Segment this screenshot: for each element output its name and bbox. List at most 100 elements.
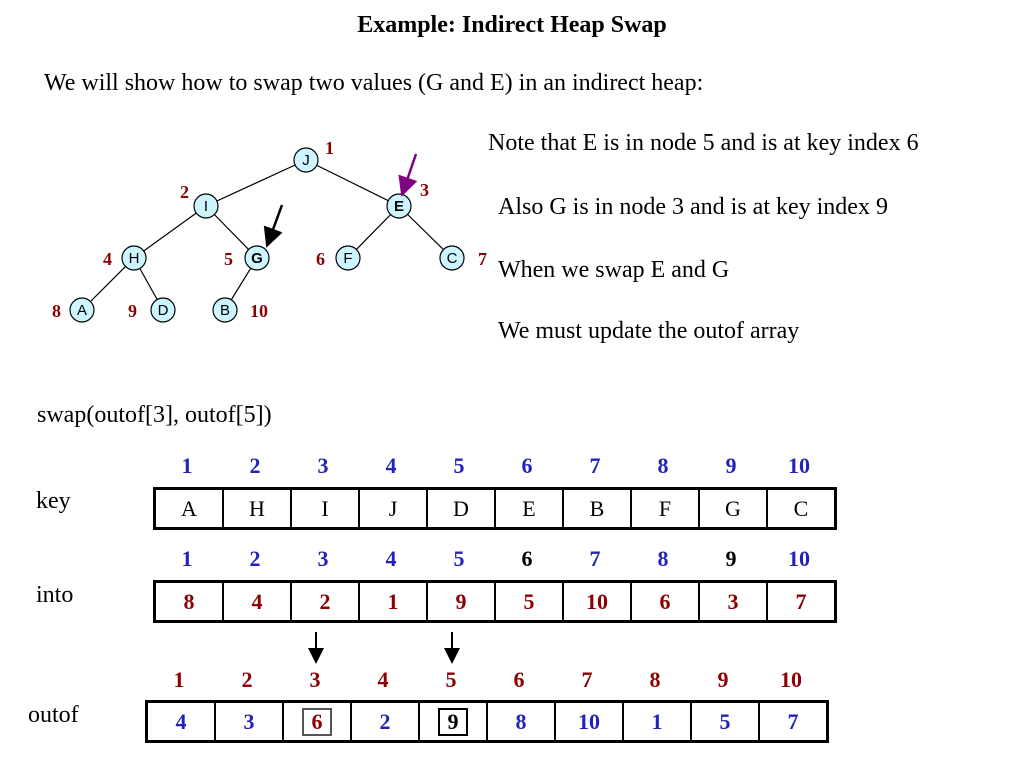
into-cell: 9 xyxy=(426,580,496,623)
into-cell: 7 xyxy=(766,580,837,623)
key-cell: E xyxy=(494,487,564,530)
outof-cell: 2 xyxy=(350,700,420,743)
into-cell: 5 xyxy=(494,580,564,623)
pointer-arrow-e xyxy=(398,153,418,197)
svg-text:E: E xyxy=(394,198,404,215)
tree-node-b: B xyxy=(212,297,238,323)
outof-cell: 7 xyxy=(758,700,829,743)
into-label: into xyxy=(36,582,74,608)
note-g-position: Also G is in node 3 and is at key index … xyxy=(498,194,888,220)
outof-index: 3 xyxy=(309,667,321,692)
tree-node-d: D xyxy=(150,297,176,323)
into-indices: 1 2 3 4 5 6 7 8 9 10 xyxy=(153,546,833,572)
svg-text:G: G xyxy=(251,250,263,267)
key-index: 7 xyxy=(589,453,601,478)
into-index: 10 xyxy=(788,546,810,571)
into-index: 3 xyxy=(317,546,329,571)
outof-index: 5 xyxy=(445,667,457,692)
key-label: key xyxy=(36,488,71,514)
into-cell: 3 xyxy=(698,580,768,623)
tree-edges xyxy=(81,159,453,311)
outof-index: 6 xyxy=(513,667,525,692)
node-number-3: 3 xyxy=(420,180,429,200)
edge-j-i xyxy=(205,159,307,207)
outof-cell: 3 xyxy=(214,700,284,743)
outof-boxed-value: 6 xyxy=(302,707,332,736)
swap-call: swap(outof[3], outof[5]) xyxy=(37,402,272,428)
outof-index: 7 xyxy=(581,667,593,692)
key-index: 2 xyxy=(249,453,261,478)
outof-index: 10 xyxy=(780,667,802,692)
node-number-9: 9 xyxy=(128,301,137,321)
into-cell: 8 xyxy=(153,580,224,623)
outof-cell: 1 xyxy=(622,700,692,743)
node-number-2: 2 xyxy=(180,182,189,202)
node-number-1: 1 xyxy=(325,138,334,158)
tree-node-j: J xyxy=(293,147,319,173)
key-index: 8 xyxy=(657,453,669,478)
key-index: 6 xyxy=(521,453,533,478)
outof-label: outof xyxy=(28,702,79,728)
key-cell: I xyxy=(290,487,360,530)
into-cell: 10 xyxy=(562,580,632,623)
key-index: 9 xyxy=(725,453,737,478)
into-cell: 4 xyxy=(222,580,292,623)
outof-boxed-value: 9 xyxy=(438,707,468,736)
into-index: 7 xyxy=(589,546,601,571)
key-cell: H xyxy=(222,487,292,530)
into-index: 5 xyxy=(453,546,465,571)
key-cell: C xyxy=(766,487,837,530)
note-e-position: Note that E is in node 5 and is at key i… xyxy=(488,130,919,156)
tree-node-c: C xyxy=(439,245,465,271)
into-index-highlight: 9 xyxy=(725,546,737,571)
node-number-6: 6 xyxy=(316,249,325,269)
outof-cell-boxed: 9 xyxy=(418,700,488,743)
key-cell: B xyxy=(562,487,632,530)
outof-array: 4 3 6 2 9 8 10 1 5 7 xyxy=(145,700,829,743)
outof-indices: 1 2 3 4 5 6 7 8 9 10 xyxy=(145,667,825,693)
svg-text:B: B xyxy=(220,302,230,319)
svg-text:I: I xyxy=(204,198,208,215)
into-cell: 2 xyxy=(290,580,360,623)
svg-text:A: A xyxy=(77,302,87,319)
svg-text:H: H xyxy=(129,250,140,267)
tree-node-i: I xyxy=(193,193,219,219)
edge-i-h xyxy=(133,205,207,259)
key-index: 3 xyxy=(317,453,329,478)
key-cell: A xyxy=(153,487,224,530)
tree-node-g: G xyxy=(244,245,270,271)
into-index: 4 xyxy=(385,546,397,571)
into-index: 2 xyxy=(249,546,261,571)
outof-cell: 4 xyxy=(145,700,216,743)
into-cell: 6 xyxy=(630,580,700,623)
key-cell: J xyxy=(358,487,428,530)
svg-text:C: C xyxy=(447,250,458,267)
outof-cell: 5 xyxy=(690,700,760,743)
node-number-4: 4 xyxy=(103,249,112,269)
node-number-10: 10 xyxy=(250,301,268,321)
key-index: 1 xyxy=(181,453,193,478)
key-index: 5 xyxy=(453,453,465,478)
outof-index: 9 xyxy=(717,667,729,692)
key-indices: 1 2 3 4 5 6 7 8 9 10 xyxy=(153,453,833,479)
key-index: 4 xyxy=(385,453,397,478)
tree-node-a: A xyxy=(69,297,95,323)
into-index: 8 xyxy=(657,546,669,571)
page-title: Example: Indirect Heap Swap xyxy=(357,12,667,38)
into-cell: 1 xyxy=(358,580,428,623)
into-index-highlight: 6 xyxy=(521,546,533,571)
node-number-8: 8 xyxy=(52,301,61,321)
tree-node-f: F xyxy=(335,245,361,271)
key-index: 10 xyxy=(788,453,810,478)
key-array: A H I J D E B F G C xyxy=(153,487,837,530)
node-number-7: 7 xyxy=(478,249,487,269)
outof-index: 1 xyxy=(173,667,185,692)
into-array: 8 4 2 1 9 5 10 6 3 7 xyxy=(153,580,837,623)
outof-cell-boxed: 6 xyxy=(282,700,352,743)
outof-index: 8 xyxy=(649,667,661,692)
intro-text: We will show how to swap two values (G a… xyxy=(44,70,704,96)
key-cell: G xyxy=(698,487,768,530)
key-cell: D xyxy=(426,487,496,530)
outof-index: 2 xyxy=(241,667,253,692)
